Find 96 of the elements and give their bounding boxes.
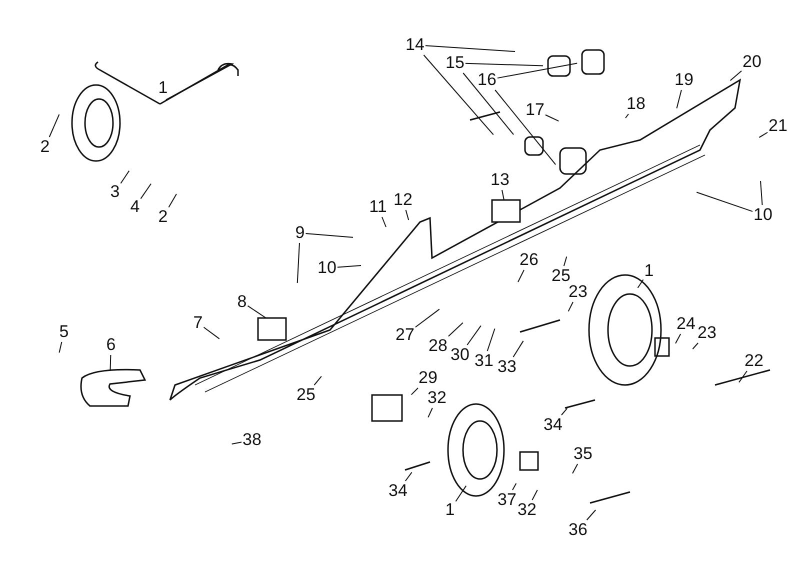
leader-line (247, 305, 267, 319)
leader-line (512, 482, 517, 490)
leader-line (730, 70, 742, 81)
leader-line (462, 72, 514, 136)
callout-number: 23 (698, 324, 716, 342)
leader-line (675, 334, 682, 344)
leader-line (110, 354, 112, 372)
callout-number: 17 (526, 101, 544, 119)
leader-line (572, 464, 578, 474)
callout-number: 1 (158, 79, 168, 97)
callout-number: 13 (490, 171, 510, 189)
callout-number: 33 (498, 358, 516, 376)
leader-line (448, 322, 464, 337)
callout-number: 3 (110, 183, 120, 201)
callout-number: 16 (478, 71, 496, 89)
callout-number: 36 (568, 521, 588, 539)
callout-number: 25 (552, 267, 570, 285)
leader-line (120, 170, 130, 184)
leader-line (428, 408, 433, 418)
leader-line (296, 242, 300, 284)
callout-number: 29 (418, 369, 438, 387)
callout-number: 26 (520, 251, 538, 269)
leader-line (502, 190, 504, 200)
leader-line (486, 328, 496, 352)
callout-number: 32 (518, 501, 536, 519)
leader-line (544, 114, 560, 122)
leader-line (696, 192, 754, 212)
leader-line (314, 376, 322, 386)
leader-line (625, 114, 629, 118)
leader-line (466, 325, 482, 346)
callout-number: 11 (369, 198, 387, 216)
callout-number: 30 (450, 346, 470, 364)
leader-line (760, 180, 763, 206)
callout-number: 38 (242, 431, 262, 449)
leader-line (561, 408, 568, 416)
leader-line (676, 90, 682, 109)
leader-line (532, 490, 538, 500)
leader-line (518, 270, 524, 282)
leader-line (496, 62, 578, 79)
callout-number: 1 (644, 262, 654, 280)
callout-number: 6 (106, 336, 116, 354)
callout-number: 10 (754, 206, 772, 224)
leader-line (336, 265, 362, 268)
callout-number: 5 (59, 323, 69, 341)
callout-number: 14 (406, 36, 424, 54)
leader-line (464, 62, 544, 66)
callout-number: 4 (130, 198, 140, 216)
leader-line (231, 442, 242, 445)
callout-number: 7 (193, 314, 203, 332)
callout-number: 31 (474, 352, 494, 370)
callout-number: 27 (396, 326, 414, 344)
leader-line (405, 210, 410, 220)
leader-line (382, 216, 386, 228)
leader-line (404, 472, 412, 482)
leader-line (140, 183, 152, 200)
callout-number: 2 (158, 208, 168, 226)
callout-number: 18 (626, 95, 646, 113)
leader-line (758, 132, 768, 138)
callout-number: 21 (768, 117, 788, 135)
leader-line (168, 194, 177, 208)
leader-line (203, 326, 220, 340)
callout-number: 2 (40, 138, 50, 156)
callout-number: 34 (544, 416, 562, 434)
leader-line (692, 342, 699, 350)
leader-line (424, 45, 516, 52)
leader-line (563, 256, 568, 266)
callout-number: 20 (742, 53, 762, 71)
leader-line (48, 114, 60, 138)
leader-line (305, 232, 354, 238)
leader-line (423, 54, 494, 136)
callout-number: 37 (498, 491, 516, 509)
leader-line (512, 340, 524, 358)
leader-line (586, 510, 596, 520)
leader-line (410, 388, 418, 396)
callout-number: 35 (574, 445, 592, 463)
leader-line (637, 279, 644, 288)
callout-number: 23 (568, 283, 588, 301)
leader-line (455, 485, 467, 502)
leader-line (494, 90, 556, 166)
leader-line (568, 302, 574, 312)
callout-number: 10 (318, 259, 336, 277)
callout-number: 9 (295, 224, 305, 242)
leader-line (738, 370, 748, 383)
callout-number: 28 (428, 337, 448, 355)
callout-number: 1 (445, 501, 455, 519)
callout-number: 8 (237, 293, 247, 311)
callout-number: 12 (394, 191, 412, 209)
callout-number: 34 (388, 482, 408, 500)
leader-line (58, 342, 62, 354)
leader-line (414, 308, 440, 328)
callout-number: 22 (744, 352, 764, 370)
callout-number: 25 (296, 386, 316, 404)
callout-number: 19 (674, 71, 694, 89)
callout-number: 15 (446, 54, 464, 72)
callout-number: 32 (428, 389, 446, 407)
callout-number: 24 (676, 315, 696, 333)
